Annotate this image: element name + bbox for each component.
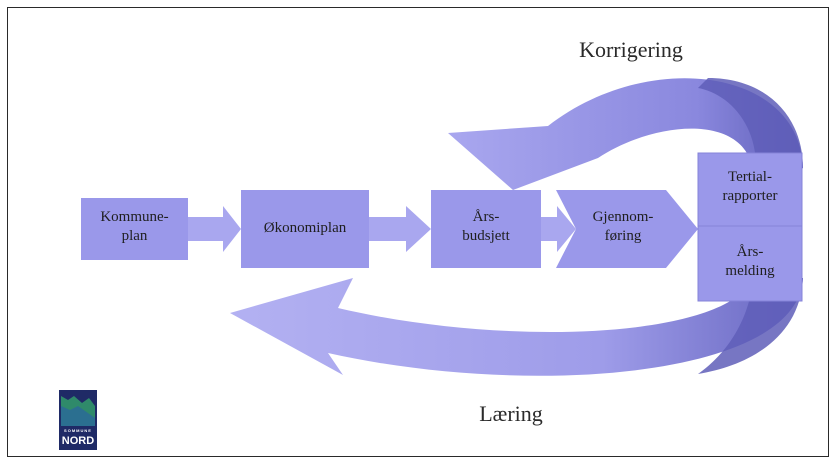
process-diagram — [59, 78, 803, 450]
tertialrapporter-box — [697, 152, 803, 227]
arsmelding-box — [697, 225, 803, 302]
laering-arrow-shade — [698, 278, 803, 374]
gjennomforing-label: Gjennom- føring — [568, 208, 678, 246]
arsbudsjett-line1: Års- — [472, 209, 500, 225]
tertialrapporter-line2: rapporter — [722, 187, 778, 204]
arsbudsjett-line2: budsjett — [462, 227, 510, 244]
logo-small-text: SOMMUNE — [64, 428, 92, 433]
okonomiplan-box — [241, 190, 369, 268]
arsbudsjett-box — [431, 190, 541, 268]
kommuneplan-box — [81, 198, 188, 260]
connector-arrow-3 — [541, 206, 576, 252]
laering-label: Læring — [479, 401, 543, 426]
arsbudsjett-label: Års- budsjett — [431, 208, 541, 246]
okonomiplan-label: Økonomiplan — [241, 219, 369, 238]
diagram-frame: Korrigering Læring Kommune- plan Økonomi… — [7, 7, 829, 457]
kommuneplan-line2: plan — [121, 227, 148, 244]
kommune-logo — [59, 390, 97, 450]
tertialrapporter-line1: Tertial- — [728, 169, 772, 185]
arsmelding-label: Års- melding — [698, 243, 802, 281]
kommuneplan-label: Kommune- plan — [81, 208, 188, 246]
connector-arrow-1 — [188, 206, 241, 252]
gjennomforing-chevron — [556, 190, 698, 268]
kommuneplan-line1: Kommune- — [100, 209, 169, 225]
okonomiplan-line1: Økonomiplan — [263, 220, 347, 236]
arsmelding-line2: melding — [725, 262, 775, 279]
arsmelding-line1: Års- — [736, 244, 764, 260]
tertialrapporter-label: Tertial- rapporter — [698, 168, 802, 206]
korrigering-label: Korrigering — [579, 37, 683, 62]
connector-arrow-2 — [369, 206, 431, 252]
gjennomforing-line1: Gjennom- — [592, 209, 654, 225]
gjennomforing-line2: føring — [604, 227, 642, 244]
laering-arrow — [230, 278, 803, 376]
korrigering-arrow — [448, 78, 803, 198]
logo-word: NORD — [61, 435, 95, 447]
